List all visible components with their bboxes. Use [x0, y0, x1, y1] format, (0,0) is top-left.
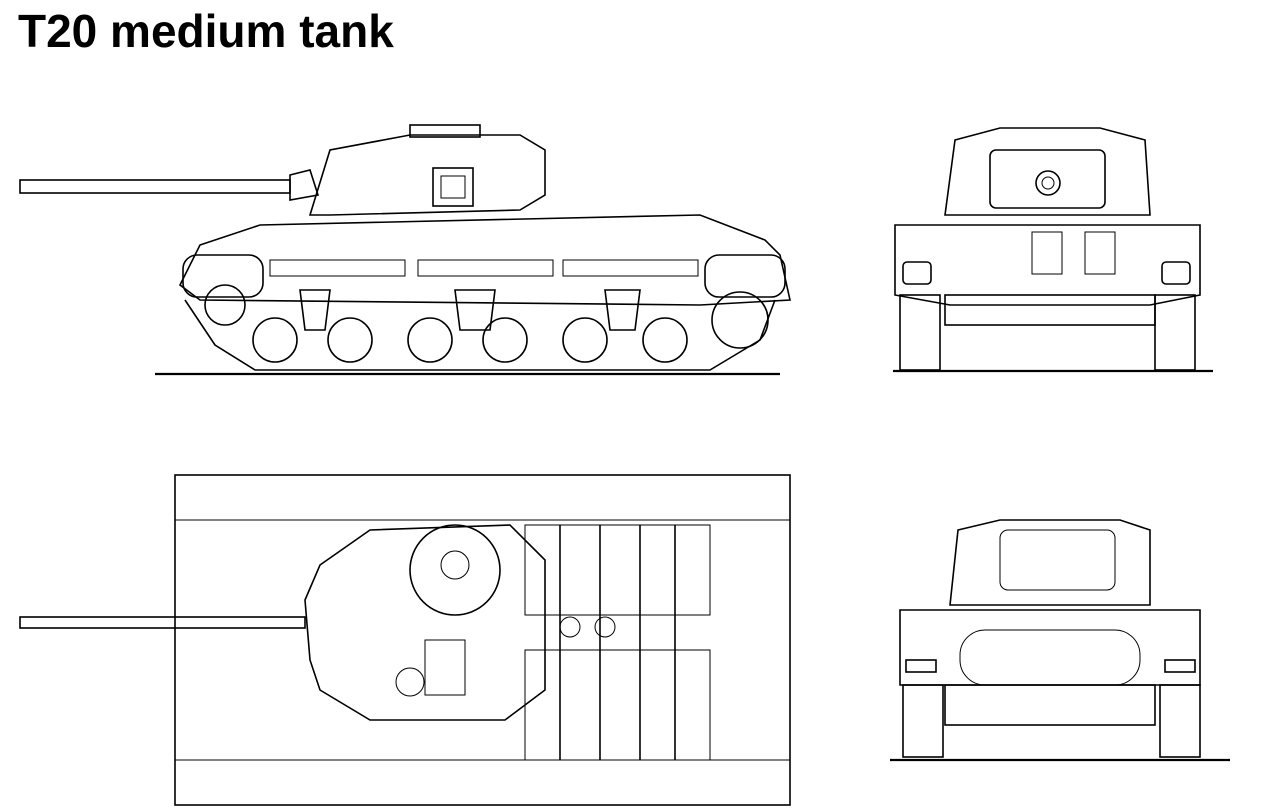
turret-top — [304, 524, 546, 721]
drawing-title: T20 medium tank — [18, 5, 394, 57]
side-view — [19, 124, 791, 376]
track-left-rear — [902, 684, 944, 758]
turret-front — [944, 127, 1151, 216]
turret-side — [308, 134, 546, 216]
track-left — [899, 294, 941, 371]
track-right — [1154, 294, 1196, 371]
gun-barrel-side — [19, 179, 291, 194]
hull-front — [894, 224, 1201, 306]
turret-rear — [949, 519, 1151, 606]
road-wheels — [204, 284, 769, 363]
rear-view — [890, 519, 1230, 762]
hull-rear — [899, 609, 1201, 686]
gun-barrel-top — [19, 616, 306, 629]
front-view — [893, 127, 1213, 373]
top-view — [19, 474, 791, 806]
track-right-rear — [1159, 684, 1201, 758]
